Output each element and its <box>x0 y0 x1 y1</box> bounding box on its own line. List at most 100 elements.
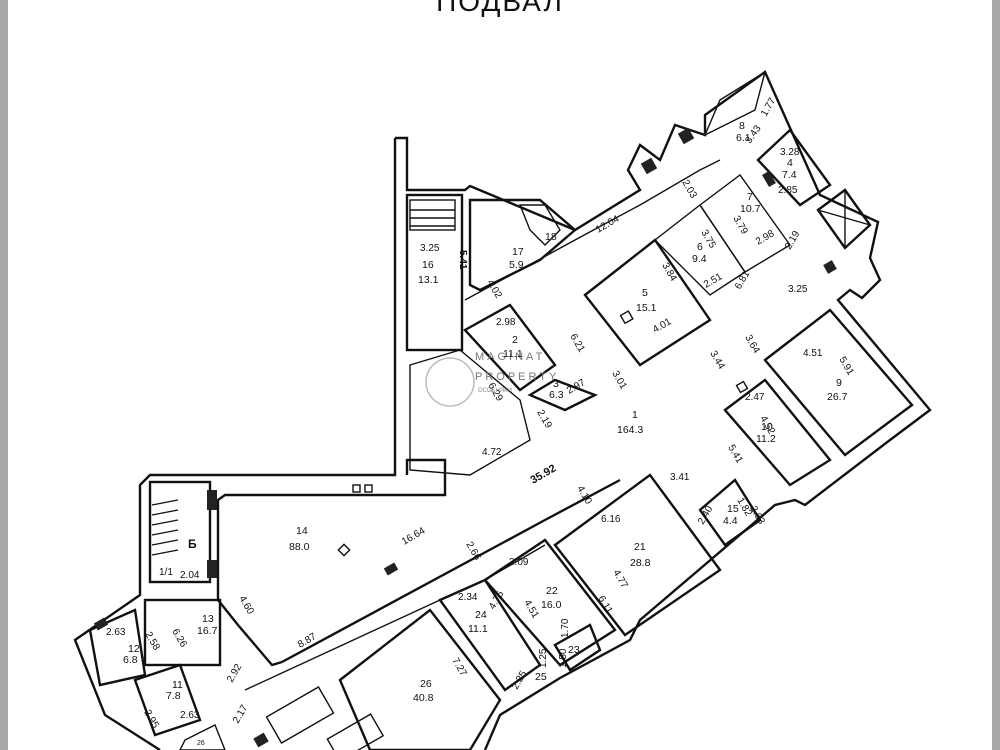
dim: 3.28 <box>780 147 800 158</box>
lower-room-box <box>265 686 335 744</box>
column <box>762 170 776 188</box>
dim: 16.64 <box>400 525 428 547</box>
dim: 4.02 <box>484 278 503 301</box>
room-id: 24 <box>475 609 487 621</box>
room-area: 15.1 <box>636 302 657 314</box>
column <box>677 127 695 145</box>
dim: 6.81 <box>733 269 752 292</box>
corridor-line <box>281 478 621 664</box>
room-16-wall <box>405 193 464 352</box>
room-area: 6.8 <box>123 654 138 666</box>
room-area: 16.7 <box>197 625 218 637</box>
room-id: 4 <box>787 157 793 169</box>
dim: 2.34 <box>458 592 478 603</box>
dim: 2.97 <box>565 377 588 396</box>
dim: 2.92 <box>225 662 244 685</box>
dim: 3.43 <box>743 123 763 146</box>
room-5-wall <box>583 238 712 367</box>
inner-corridor-wall <box>216 458 447 667</box>
label-room-26-small: 26 <box>197 740 205 747</box>
room-id: 10 <box>761 421 773 433</box>
dim: 2.95 <box>141 708 160 731</box>
dim: 2.19 <box>534 408 553 431</box>
dim: 2.47 <box>745 392 765 403</box>
room-area: 40.8 <box>413 692 434 704</box>
room-area: 7.4 <box>782 169 797 181</box>
dim: 2.25 <box>510 669 529 692</box>
dim: 3.09 <box>509 557 529 568</box>
dim: 5.41 <box>457 250 468 270</box>
dim: 2.63 <box>180 710 200 721</box>
room-area: 11.1 <box>468 623 488 635</box>
pillar <box>337 543 351 557</box>
room-id: 3 <box>553 378 559 390</box>
dim: 2.03 <box>679 178 698 201</box>
room-23-wall <box>553 623 602 672</box>
dim: 2.63 <box>747 504 766 527</box>
room-17-wall <box>468 198 577 292</box>
room-area: 7.8 <box>166 690 181 702</box>
room-id: 18 <box>545 231 557 243</box>
room-24-wall <box>438 578 542 692</box>
pillar <box>735 380 749 394</box>
dim: 2.66 <box>463 540 482 563</box>
room-area: 26.7 <box>827 391 848 403</box>
dim: 6.16 <box>601 514 621 525</box>
room-id: 11 <box>172 679 183 691</box>
room-area: 10.7 <box>740 203 761 215</box>
column <box>383 562 399 576</box>
room-id: 5 <box>642 287 648 299</box>
room-2-wall <box>463 303 557 392</box>
room-11-wall <box>133 663 202 737</box>
dim: 2.40 <box>696 504 715 527</box>
room-26-small-wall <box>179 724 226 750</box>
room-area: 164.3 <box>617 424 643 436</box>
dim: 3.44 <box>707 349 726 372</box>
room-id: 15 <box>727 503 739 515</box>
dim: 4.72 <box>482 447 502 458</box>
dim: 4.01 <box>651 316 674 335</box>
dim: 1.25 <box>538 648 549 668</box>
room-id: 26 <box>420 678 432 690</box>
dim: 3.01 <box>609 369 628 392</box>
dim: 4.51 <box>803 348 823 359</box>
room-area: 13.1 <box>418 274 439 286</box>
watermark-line2: PROPERTY <box>475 371 559 383</box>
room-4-wall <box>756 128 832 207</box>
stairs-16 <box>410 209 455 227</box>
room-id: 8 <box>739 120 745 132</box>
dim: 6.26 <box>169 627 188 650</box>
room-area: 5.9 <box>509 259 524 271</box>
dim: 3.25 <box>420 243 440 254</box>
dim: 2.85 <box>778 185 798 196</box>
dim: 6.11 <box>595 594 614 616</box>
left-border <box>0 0 8 750</box>
column <box>640 157 658 175</box>
column <box>364 484 373 493</box>
column <box>253 732 269 748</box>
room-10-wall <box>723 378 832 487</box>
dim: 3.79 <box>730 214 749 237</box>
dim: 3.25 <box>788 284 808 295</box>
room-id: 1 <box>632 409 638 421</box>
dim: 6.21 <box>567 332 586 355</box>
room-16-inner <box>409 199 456 231</box>
room-area: 16.0 <box>541 599 562 611</box>
room-15-wall <box>698 478 762 547</box>
room-area: 28.8 <box>630 557 651 569</box>
room-id: 16 <box>422 259 434 271</box>
dim: 1.70 <box>560 618 571 638</box>
column <box>823 260 837 274</box>
dim: 4.51 <box>521 598 540 621</box>
dim: 1.50 <box>558 648 569 668</box>
room-area: 88.0 <box>289 541 310 553</box>
room-id: 7 <box>747 191 753 203</box>
stair-label-b: Б <box>188 537 197 551</box>
room-id: 21 <box>634 541 646 553</box>
column <box>207 490 217 510</box>
room-id: 23 <box>568 644 580 656</box>
dim: 3.84 <box>659 261 678 284</box>
dim: 5.41 <box>725 443 744 466</box>
dim: 2.19 <box>783 229 802 252</box>
